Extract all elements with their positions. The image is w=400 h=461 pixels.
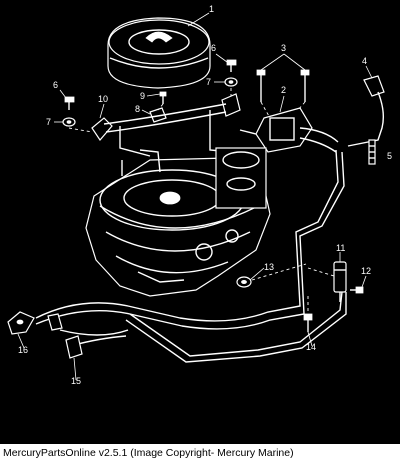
wire-harness[interactable] [35, 149, 347, 363]
grommet[interactable] [236, 276, 252, 288]
callout-13: 13 [264, 262, 274, 272]
callout-2: 2 [281, 85, 286, 95]
coil-screws[interactable] [256, 69, 310, 102]
connector[interactable] [333, 261, 347, 302]
callout-15: 15 [71, 376, 81, 386]
leader-lines [17, 12, 373, 381]
callout-7-left: 7 [46, 117, 51, 127]
bolt-right[interactable] [350, 286, 364, 294]
harness-connector-16[interactable] [7, 311, 35, 335]
small-screw[interactable] [159, 91, 167, 104]
callout-1: 1 [209, 4, 214, 14]
callout-11: 11 [336, 243, 345, 253]
exploded-parts-diagram: 1 2 3 4 5 6 6 7 7 8 9 10 11 12 13 14 15 … [0, 0, 400, 444]
flywheel[interactable] [107, 17, 211, 89]
spark-plug-boot[interactable] [347, 75, 385, 147]
callout-16: 16 [18, 345, 28, 355]
bolt-bottom[interactable] [303, 313, 313, 332]
screw-washer-left[interactable] [62, 96, 76, 127]
callout-5: 5 [387, 151, 392, 161]
callout-12: 12 [361, 266, 371, 276]
callout-6-left: 6 [53, 80, 58, 90]
screw-washer-upper-right[interactable] [224, 59, 238, 87]
alignment-lines [68, 88, 335, 314]
callout-6-upper: 6 [211, 43, 216, 53]
callout-7-upper: 7 [206, 77, 211, 87]
callout-4: 4 [362, 56, 367, 66]
trigger-assembly[interactable] [91, 93, 241, 157]
callout-10: 10 [98, 94, 108, 104]
stator-base-assembly[interactable] [85, 147, 271, 297]
ignition-coil[interactable] [239, 107, 339, 153]
spark-plug[interactable] [368, 139, 376, 165]
harness-terminal-15[interactable] [47, 313, 83, 359]
callout-14: 14 [306, 342, 316, 352]
callout-8: 8 [135, 104, 140, 114]
image-caption: MercuryPartsOnline v2.5.1 (Image Copyrig… [3, 447, 294, 459]
callout-9: 9 [140, 91, 145, 101]
callout-3: 3 [281, 43, 286, 53]
callout-labels: 1 2 3 4 5 6 6 7 7 8 9 10 11 12 13 14 15 … [18, 4, 392, 386]
